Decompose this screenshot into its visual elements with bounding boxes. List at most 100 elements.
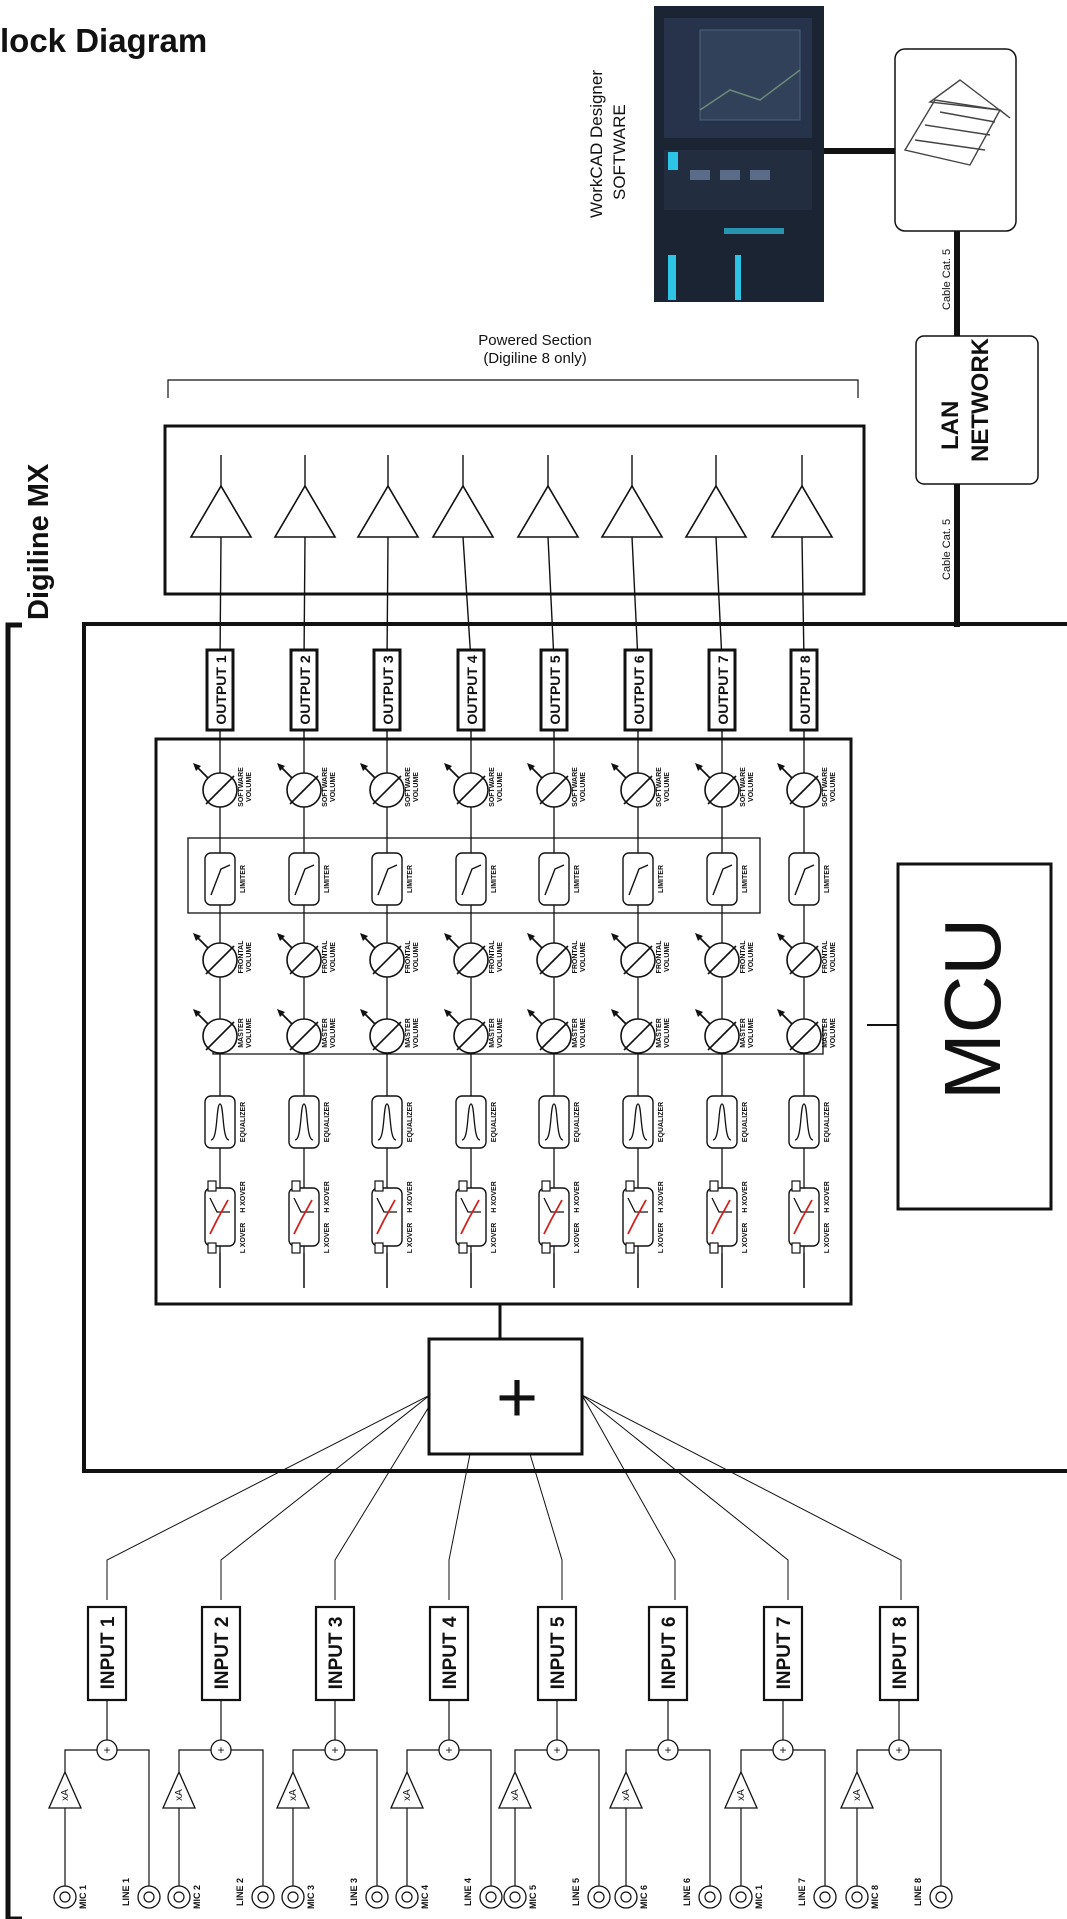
amp-input-line [304, 537, 305, 661]
limiter-block [372, 853, 402, 905]
powered-section-bracket [168, 380, 858, 398]
lan-label: LAN [937, 401, 964, 450]
crossover-block [205, 1188, 235, 1246]
input-label: INPUT 6 [659, 1617, 680, 1690]
sum-symbol: + [445, 1743, 452, 1757]
gain-label: xA [402, 1789, 413, 1801]
line-label: LINE 8 [913, 1878, 923, 1906]
h-xover-label: H XOVER [240, 1181, 247, 1213]
amplifier-triangle [518, 486, 578, 537]
software-volume-label-1: SOFTWARE [238, 767, 245, 807]
software-volume-label-2: VOLUME [497, 772, 504, 802]
frontal-volume-knob-arrow [364, 937, 375, 948]
line-jack-core [594, 1892, 604, 1902]
limiter-block [456, 853, 486, 905]
frontal-volume-label-1: FRONTAL [656, 940, 663, 974]
amplifier-triangle [433, 486, 493, 537]
mic-jack-core [402, 1892, 412, 1902]
master-volume-knob-arrow [615, 1013, 626, 1024]
mic-label: MIC 4 [420, 1885, 430, 1909]
mic-jack-core [60, 1892, 70, 1902]
mic-branch-line [857, 1750, 889, 1772]
crossover-block [539, 1188, 569, 1246]
line-branch-line [567, 1750, 599, 1886]
equalizer-label: EQUALIZER [824, 1102, 831, 1142]
software-volume-knob-arrow [364, 767, 375, 778]
output-label: OUTPUT 1 [213, 655, 229, 724]
master-volume-knob-arrow [364, 1013, 375, 1024]
amplifier-triangle [772, 486, 832, 537]
crossover-tab-high [375, 1181, 383, 1191]
sum-symbol: + [217, 1743, 224, 1757]
software-volume-label-1: SOFTWARE [572, 767, 579, 807]
output-label: OUTPUT 6 [631, 655, 647, 724]
crossover-block [372, 1188, 402, 1246]
frontal-volume-knob-arrow [448, 937, 459, 948]
mic-label: MIC 3 [306, 1885, 316, 1909]
mic-jack-core [621, 1892, 631, 1902]
frontal-volume-label-1: FRONTAL [238, 940, 245, 974]
mic-jack-core [852, 1892, 862, 1902]
output-label: OUTPUT 3 [380, 655, 396, 724]
amplifier-box [165, 426, 864, 594]
crossover-block [456, 1188, 486, 1246]
output-label: OUTPUT 2 [297, 655, 313, 724]
frontal-volume-label-1: FRONTAL [489, 940, 496, 974]
powered-section-label: Powered Section [478, 332, 591, 349]
master-volume-knob-arrow [531, 1013, 542, 1024]
frontal-volume-knob-arrow [531, 937, 542, 948]
crossover-tab-high [459, 1181, 467, 1191]
l-xover-label: L XOVER [742, 1223, 749, 1254]
line-jack-core [372, 1892, 382, 1902]
crossover-block [289, 1188, 319, 1246]
line-jack-core [820, 1892, 830, 1902]
amp-input-line [716, 537, 722, 661]
master-volume-label-2: VOLUME [413, 1018, 420, 1048]
master-volume-label-1: MASTER [656, 1018, 663, 1048]
frontal-volume-label-1: FRONTAL [740, 940, 747, 974]
frontal-volume-label-2: VOLUME [664, 942, 671, 972]
line-branch-line [678, 1750, 710, 1886]
h-xover-label: H XOVER [407, 1181, 414, 1213]
amplifier-triangle [275, 486, 335, 537]
limiter-block [289, 853, 319, 905]
l-xover-label: L XOVER [491, 1223, 498, 1254]
line-jack-core [705, 1892, 715, 1902]
master-volume-knob-arrow [197, 1013, 208, 1024]
input-label: INPUT 5 [548, 1616, 569, 1689]
sum-symbol: + [553, 1743, 560, 1757]
limiter-label: LIMITER [658, 865, 665, 893]
line-branch-line [793, 1750, 825, 1886]
line-label: LINE 6 [682, 1878, 692, 1906]
frontal-volume-knob-arrow [781, 937, 792, 948]
software-volume-label-1: SOFTWARE [322, 767, 329, 807]
software-volume-knob-arrow [781, 767, 792, 778]
frontal-volume-label-2: VOLUME [413, 942, 420, 972]
crossover-tab-high [710, 1181, 718, 1191]
amp-input-line [387, 537, 388, 661]
software-name: WorkCAD Designer [587, 70, 606, 218]
h-xover-label: H XOVER [324, 1181, 331, 1213]
frontal-volume-label-1: FRONTAL [822, 940, 829, 974]
mic-jack-core [288, 1892, 298, 1902]
crossover-block [789, 1188, 819, 1246]
mic-branch-line [293, 1750, 325, 1772]
gain-label: xA [510, 1789, 521, 1801]
h-xover-label: H XOVER [742, 1181, 749, 1213]
amp-input-line [548, 537, 554, 661]
mixer-fan-line [582, 1395, 788, 1600]
line-branch-line [459, 1750, 491, 1886]
software-label: SOFTWARE [610, 104, 629, 200]
software-volume-knob-arrow [448, 767, 459, 778]
limiter-label: LIMITER [742, 865, 749, 893]
software-volume-label-1: SOFTWARE [489, 767, 496, 807]
amplifier-triangle [686, 486, 746, 537]
l-xover-label: L XOVER [407, 1223, 414, 1254]
gain-label: xA [736, 1789, 747, 1801]
software-volume-label-1: SOFTWARE [405, 767, 412, 807]
line-jack-core [258, 1892, 268, 1902]
product-bracket [8, 625, 22, 1919]
amp-input-line [632, 537, 638, 661]
